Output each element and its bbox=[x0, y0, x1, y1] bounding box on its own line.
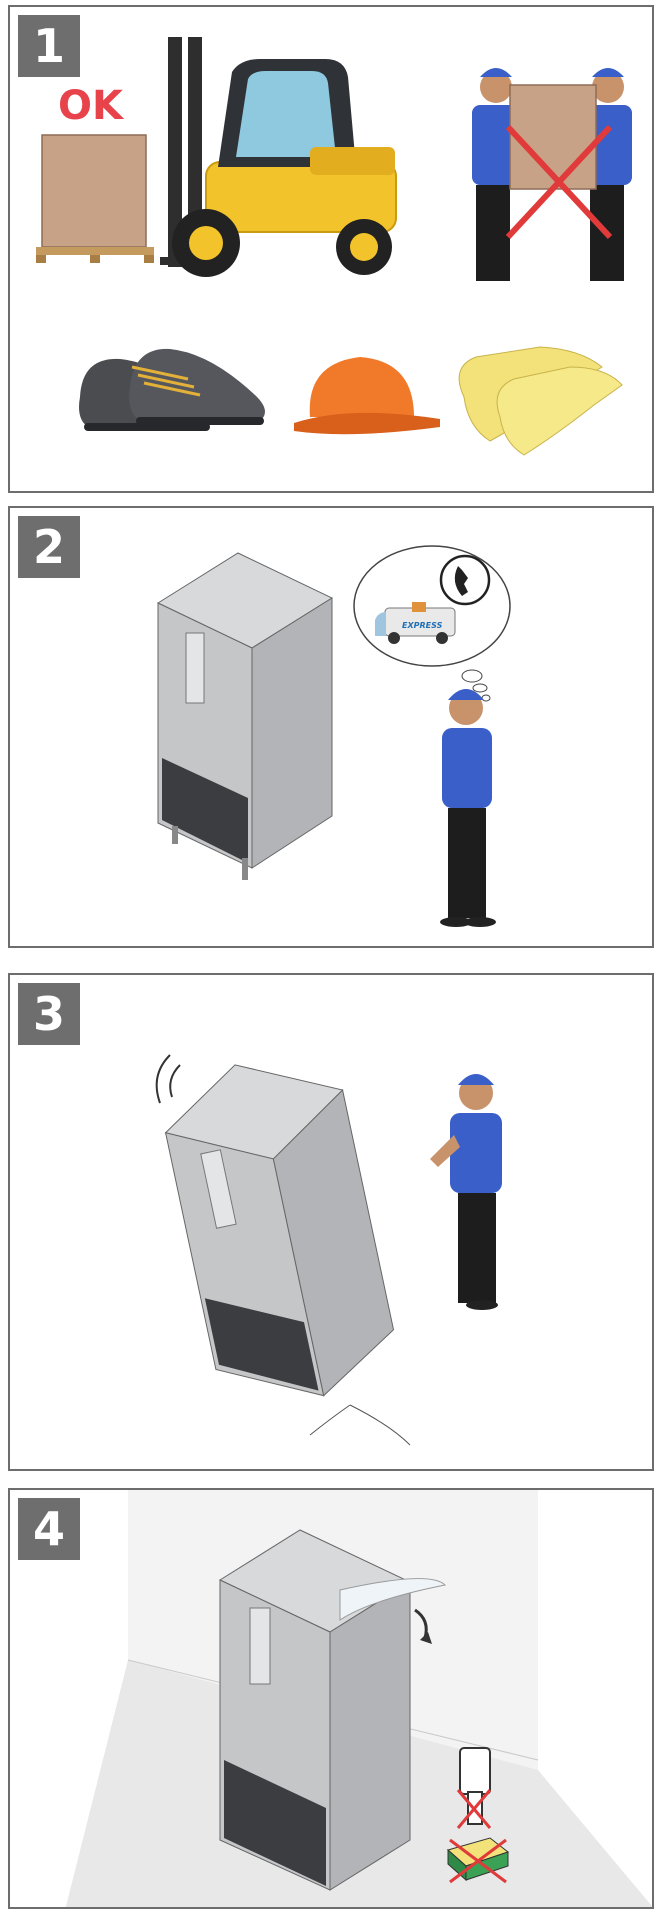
step-number-badge: 4 bbox=[18, 1498, 80, 1560]
worker-icon bbox=[430, 1074, 502, 1310]
step-1-panel: 1 OK bbox=[8, 5, 654, 493]
step-2-panel: 2 EXPRESS bbox=[8, 506, 654, 948]
step-4-panel: 4 bbox=[8, 1488, 654, 1909]
sponge-icon bbox=[446, 1837, 510, 1884]
hard-hat-icon bbox=[294, 357, 440, 435]
scraper-icon bbox=[456, 1747, 492, 1829]
step-number-badge: 3 bbox=[18, 983, 80, 1045]
safety-shoes-icon bbox=[79, 348, 265, 431]
cabinet-icon bbox=[218, 1529, 447, 1891]
step-3-panel: 3 bbox=[8, 973, 654, 1471]
cabinet-icon bbox=[164, 1064, 395, 1397]
delivery-van-icon: EXPRESS bbox=[375, 602, 456, 644]
forklift-icon bbox=[160, 37, 397, 277]
ok-label: OK bbox=[58, 83, 125, 129]
work-gloves-icon bbox=[458, 346, 623, 456]
step-number-badge: 1 bbox=[18, 15, 80, 77]
worker-icon bbox=[440, 689, 496, 927]
pallet-box-icon bbox=[36, 134, 154, 263]
van-text: EXPRESS bbox=[402, 621, 443, 630]
workers-lifting-icon bbox=[472, 68, 632, 281]
step-number-badge: 2 bbox=[18, 516, 80, 578]
cabinet-icon bbox=[156, 552, 334, 880]
phone-icon bbox=[439, 554, 491, 606]
